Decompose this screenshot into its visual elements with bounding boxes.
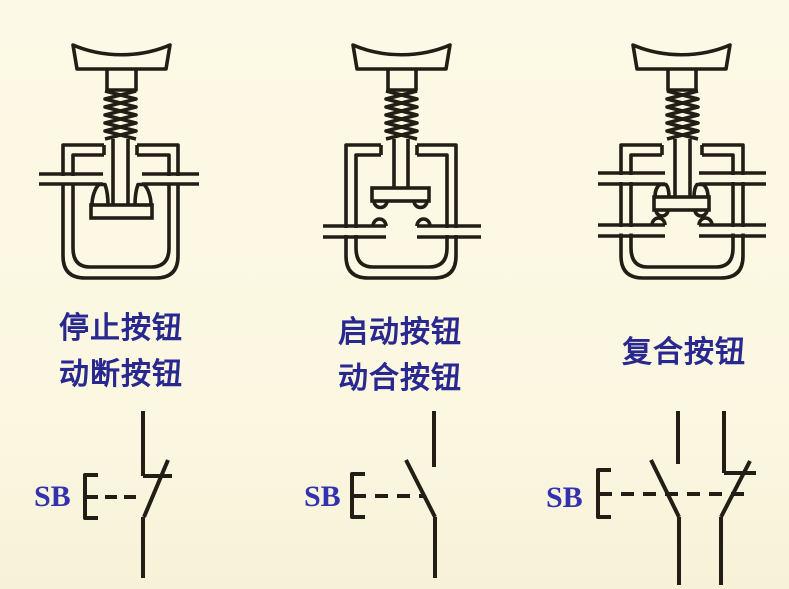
terminal-mask: [417, 228, 481, 235]
contact-foot: [372, 200, 389, 210]
spring: [103, 89, 138, 141]
right-terminal: [417, 224, 481, 239]
contact-bridge: [89, 203, 154, 220]
start-pushbutton-cutaway-icon: [323, 43, 481, 280]
actuator-bracket: [83, 473, 98, 520]
contact-foot: [654, 209, 670, 218]
button-cap: [351, 43, 452, 71]
contact-bridge: [652, 195, 711, 212]
left-terminal: [39, 172, 103, 186]
terminal-mask: [323, 228, 386, 235]
spring: [103, 89, 138, 141]
terminal-mask: [39, 176, 103, 183]
caption-line: 动合按钮: [338, 362, 462, 395]
button-cap: [631, 43, 732, 71]
lower-right-terminal: [699, 223, 766, 238]
spring: [665, 89, 700, 141]
lower-left-terminal: [598, 223, 665, 238]
button-stem: [386, 69, 418, 92]
housing-inner: [71, 153, 171, 269]
housing-inner: [629, 153, 735, 269]
sb-label-stop: SB: [34, 480, 71, 513]
terminal-mask: [142, 176, 199, 183]
caption-line: 启动按钮: [338, 316, 462, 349]
normally-open-contact-symbol-icon: [350, 411, 437, 578]
housing-slot: [660, 145, 704, 155]
caption-line: 动断按钮: [59, 358, 183, 391]
spring: [384, 89, 419, 141]
housing-slot: [379, 145, 419, 155]
button-stem: [105, 69, 138, 92]
housing-outer: [61, 143, 180, 280]
fixed-contact-tip: [697, 216, 714, 226]
actuator-bracket: [596, 468, 611, 519]
contact-foot: [133, 182, 153, 206]
upper-left-terminal: [598, 171, 665, 186]
actuator-bracket: [350, 472, 365, 519]
housing-outer: [619, 143, 745, 280]
compound-pushbutton-cutaway-icon: [598, 43, 766, 280]
moving-contact: [404, 459, 437, 518]
plunger-shaft: [111, 139, 130, 205]
stop-button-caption: 停止按钮 动断按钮: [30, 306, 212, 398]
contact-foot: [692, 182, 710, 198]
plunger-shaft: [673, 139, 692, 197]
caption-line: 复合按钮: [622, 336, 746, 369]
spring: [665, 89, 700, 141]
right-terminal: [142, 172, 199, 186]
spring: [384, 89, 419, 141]
contact-foot: [90, 182, 110, 206]
housing-slot: [102, 145, 139, 155]
terminal-mask: [699, 175, 766, 182]
button-stem: [666, 69, 698, 92]
no-moving-contact: [649, 459, 681, 518]
compound-contact-symbol-icon: [596, 411, 756, 585]
stop-pushbutton-cutaway-icon: [39, 43, 199, 280]
plunger-shaft: [392, 139, 410, 188]
nc-moving-contact: [719, 460, 752, 518]
left-terminal: [323, 224, 386, 239]
contact-foot: [653, 182, 671, 198]
contact-bridge: [370, 186, 431, 203]
sb-label-start: SB: [304, 480, 341, 513]
housing-inner: [354, 153, 449, 269]
fixed-contact-tip: [415, 217, 432, 227]
compound-button-caption: 复合按钮: [593, 330, 775, 376]
upper-right-terminal: [699, 171, 766, 186]
contact-foot: [412, 200, 429, 210]
normally-closed-contact-symbol-icon: [83, 411, 172, 578]
terminal-mask: [699, 227, 766, 234]
fixed-contact-tip: [371, 217, 388, 227]
housing-outer: [344, 143, 458, 280]
sb-label-compound: SB: [546, 481, 583, 514]
fixed-contact-tip: [650, 216, 667, 226]
contact-foot: [693, 209, 709, 218]
terminal-mask: [598, 227, 665, 234]
caption-line: 停止按钮: [59, 312, 183, 345]
moving-contact: [142, 459, 170, 518]
button-cap: [71, 43, 172, 71]
terminal-mask: [598, 175, 665, 182]
start-button-caption: 启动按钮 动合按钮: [309, 310, 491, 402]
